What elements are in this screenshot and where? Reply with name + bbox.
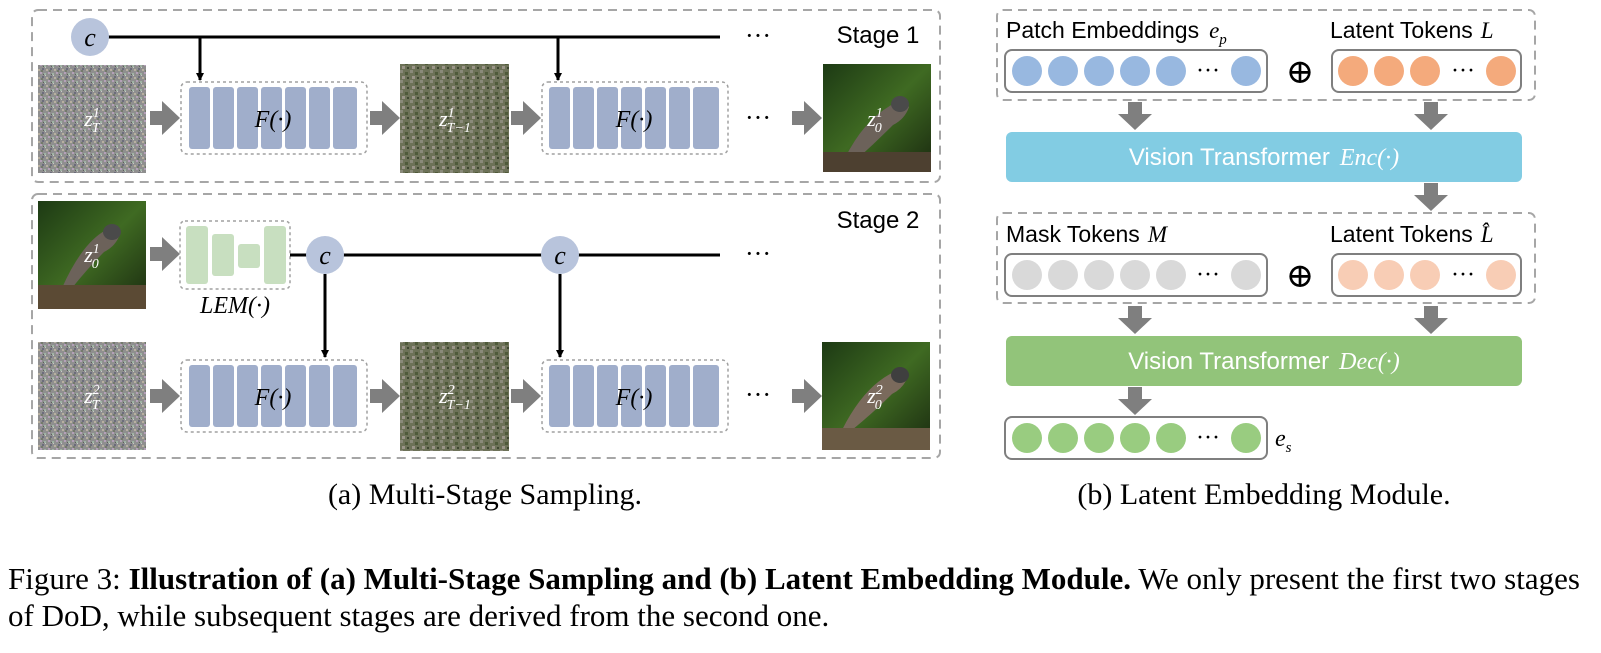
stage2-func-label-2: F(·) xyxy=(615,385,653,411)
lem-label: LEM(·) xyxy=(199,293,270,319)
patch-embeddings-tokens: ··· xyxy=(1004,49,1268,93)
stage1-label: Stage 1 xyxy=(837,22,920,49)
enc-arrow-left xyxy=(1118,102,1152,130)
stage2-row-ellipsis: ··· xyxy=(745,380,771,409)
svg-text:z10: z10 xyxy=(83,242,100,272)
enc-arrow-right xyxy=(1414,102,1448,130)
stage2-func-block-2: F(·) xyxy=(541,359,729,433)
stage1-condition-node xyxy=(71,18,109,56)
stage1-func-block-2: F(·) xyxy=(541,81,729,155)
decoder-input-frame xyxy=(996,212,1536,304)
stage2-condition-node-2 xyxy=(541,236,579,274)
stage2-condition-label-1: c xyxy=(319,241,331,270)
stage2-func-block-1: F(·) xyxy=(180,359,368,433)
svg-text:···: ··· xyxy=(1451,58,1475,84)
encoder-input-frame xyxy=(996,9,1536,101)
concat-symbol-2: ⊕ xyxy=(1286,258,1315,295)
stage2-func-label-1: F(·) xyxy=(254,385,292,411)
concat-symbol-1: ⊕ xyxy=(1286,54,1315,91)
panel-b-caption: (b) Latent Embedding Module. xyxy=(1077,478,1450,511)
output-arrow xyxy=(1118,387,1152,415)
stage1-func-block-1: F(·) xyxy=(180,81,368,155)
stage1-arrow-2 xyxy=(370,101,400,135)
panel-a-caption: (a) Multi-Stage Sampling. xyxy=(328,478,642,511)
figure-caption-prefix: Figure 3: xyxy=(8,561,121,596)
stage2-line-ellipsis: ··· xyxy=(745,239,771,268)
svg-text:···: ··· xyxy=(1451,262,1475,288)
output-embeddings: ··· xyxy=(1004,416,1268,460)
stage2-arrow-3 xyxy=(511,379,541,413)
stage2-arrow-1 xyxy=(150,379,180,413)
stage1-arrow-4 xyxy=(792,101,822,135)
mask-tokens: ··· xyxy=(1004,253,1268,297)
stage2-condition-label-2: c xyxy=(554,241,566,270)
svg-text:z20: z20 xyxy=(866,383,883,413)
svg-text:z2T−1: z2T−1 xyxy=(438,383,471,413)
stage1-arrow-3 xyxy=(511,101,541,135)
dec-arrow-left xyxy=(1118,306,1152,334)
stage2-condition-node-1 xyxy=(306,236,344,274)
svg-text:···: ··· xyxy=(1196,425,1220,451)
stage2-label: Stage 2 xyxy=(837,207,920,234)
stage2-frame xyxy=(31,193,941,459)
stage1-arrow-1 xyxy=(150,101,180,135)
stage1-func-label-2: F(·) xyxy=(615,107,653,133)
stage1-frame xyxy=(31,9,941,183)
svg-text:z2T: z2T xyxy=(83,383,101,413)
svg-text:z10: z10 xyxy=(866,106,883,136)
stage2-arrow-4 xyxy=(792,379,822,413)
stage1-condition-label: c xyxy=(84,23,96,52)
latent-tokens-hat: ··· xyxy=(1331,253,1522,297)
svg-text:z1T−1: z1T−1 xyxy=(438,106,471,136)
dec-arrow-right xyxy=(1414,306,1448,334)
figure-caption-body: We only present the first two stages of … xyxy=(8,561,1580,633)
output-embeddings-label: es xyxy=(1275,426,1292,456)
svg-text:···: ··· xyxy=(1196,262,1220,288)
lem-block: LEM(·) xyxy=(179,220,291,319)
figure-caption-title: Illustration of (a) Multi-Stage Sampling… xyxy=(128,561,1131,596)
latent-pass-arrow xyxy=(1414,183,1448,211)
latent-tokens: ··· xyxy=(1331,49,1522,93)
stage2-arrow-0 xyxy=(150,237,180,271)
stage1-line-ellipsis: ··· xyxy=(745,21,771,50)
svg-text:z1T: z1T xyxy=(83,106,101,136)
figure-caption: Figure 3: Illustration of (a) Multi-Stag… xyxy=(8,560,1598,634)
svg-text:···: ··· xyxy=(1196,58,1220,84)
stage1-func-label-1: F(·) xyxy=(254,107,292,133)
stage1-row-ellipsis: ··· xyxy=(745,103,771,132)
stage2-arrow-2 xyxy=(370,379,400,413)
